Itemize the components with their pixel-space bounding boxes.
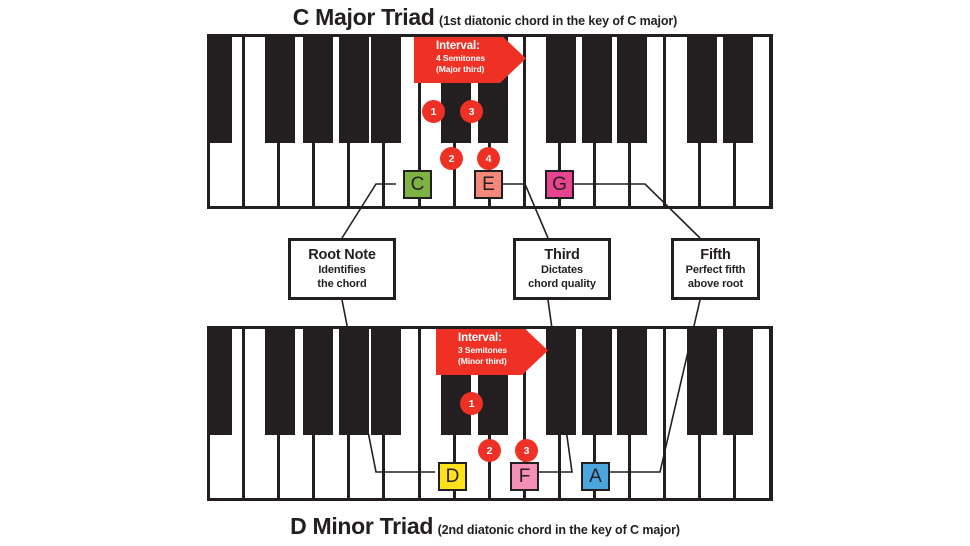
black-key[interactable] <box>371 329 401 435</box>
black-key-f-sharp[interactable] <box>546 37 576 143</box>
callout-line1: Perfect fifth <box>685 264 746 276</box>
interval-banner-line1: 4 Semitones <box>436 53 485 63</box>
note-label-c[interactable]: C <box>403 170 432 199</box>
top-chord-title: C Major Triad (1st diatonic chord in the… <box>0 4 970 31</box>
callout-line1: Dictates <box>541 264 583 276</box>
callout-root-note: Root Note Identifies the chord <box>288 238 396 300</box>
interval-banner-major-third: Interval: 4 Semitones (Major third) <box>414 37 526 83</box>
interval-banner-arrow-icon <box>522 329 548 375</box>
step-circle-2: 2 <box>440 147 463 170</box>
interval-banner-line2: (Major third) <box>436 63 485 74</box>
interval-banner-line1: 3 Semitones <box>458 345 507 355</box>
black-key[interactable] <box>339 37 369 143</box>
interval-banner-title: Interval: <box>436 40 480 52</box>
interval-banner-arrow-icon <box>500 37 526 83</box>
step-circle-1: 1 <box>460 392 483 415</box>
black-key-a-sharp[interactable] <box>617 37 647 143</box>
black-key[interactable] <box>687 329 717 435</box>
black-key[interactable] <box>723 37 753 143</box>
black-key[interactable] <box>371 37 401 143</box>
interval-banner-line2: (Minor third) <box>458 355 507 366</box>
black-key-g-sharp[interactable] <box>582 37 612 143</box>
step-circle-2: 2 <box>478 439 501 462</box>
step-circle-3: 3 <box>515 439 538 462</box>
black-key[interactable] <box>303 37 333 143</box>
black-key[interactable] <box>687 37 717 143</box>
callout-third: Third Dictates chord quality <box>513 238 611 300</box>
black-key[interactable] <box>303 329 333 435</box>
step-circle-1: 1 <box>422 100 445 123</box>
callout-title: Root Note <box>308 247 376 263</box>
bottom-chord-title-sub: (2nd diatonic chord in the key of C majo… <box>437 523 680 537</box>
piano-keyboard-c-major[interactable]: Interval: 4 Semitones (Major third) 1 2 … <box>207 34 773 209</box>
callout-title: Fifth <box>700 247 731 263</box>
step-circle-4: 4 <box>477 147 500 170</box>
black-key-a-sharp[interactable] <box>617 329 647 435</box>
top-chord-title-main: C Major Triad <box>292 4 435 30</box>
black-key[interactable] <box>723 329 753 435</box>
callout-line1: Identifies <box>318 264 366 276</box>
note-label-g[interactable]: G <box>545 170 574 199</box>
interval-banner-title: Interval: <box>458 332 502 344</box>
bottom-chord-title: D Minor Triad (2nd diatonic chord in the… <box>0 513 970 540</box>
note-label-d[interactable]: D <box>438 462 467 491</box>
black-key-f-sharp[interactable] <box>546 329 576 435</box>
callout-title: Third <box>544 247 580 263</box>
black-key-g-sharp[interactable] <box>582 329 612 435</box>
interval-banner-minor-third: Interval: 3 Semitones (Minor third) <box>436 329 548 375</box>
black-key[interactable] <box>265 37 295 143</box>
black-key[interactable] <box>210 37 232 143</box>
top-chord-title-sub: (1st diatonic chord in the key of C majo… <box>439 14 678 28</box>
black-key[interactable] <box>265 329 295 435</box>
piano-keyboard-d-minor[interactable]: Interval: 3 Semitones (Minor third) 1 2 … <box>207 326 773 501</box>
step-circle-3: 3 <box>460 100 483 123</box>
black-key[interactable] <box>339 329 369 435</box>
black-key[interactable] <box>210 329 232 435</box>
bottom-chord-title-main: D Minor Triad <box>290 513 434 539</box>
note-label-e[interactable]: E <box>474 170 503 199</box>
callout-line2: chord quality <box>528 277 596 290</box>
callout-fifth: Fifth Perfect fifth above root <box>671 238 760 300</box>
callout-line2: the chord <box>317 277 367 290</box>
callout-line2: above root <box>687 277 744 290</box>
note-label-f[interactable]: F <box>510 462 539 491</box>
note-label-a[interactable]: A <box>581 462 610 491</box>
